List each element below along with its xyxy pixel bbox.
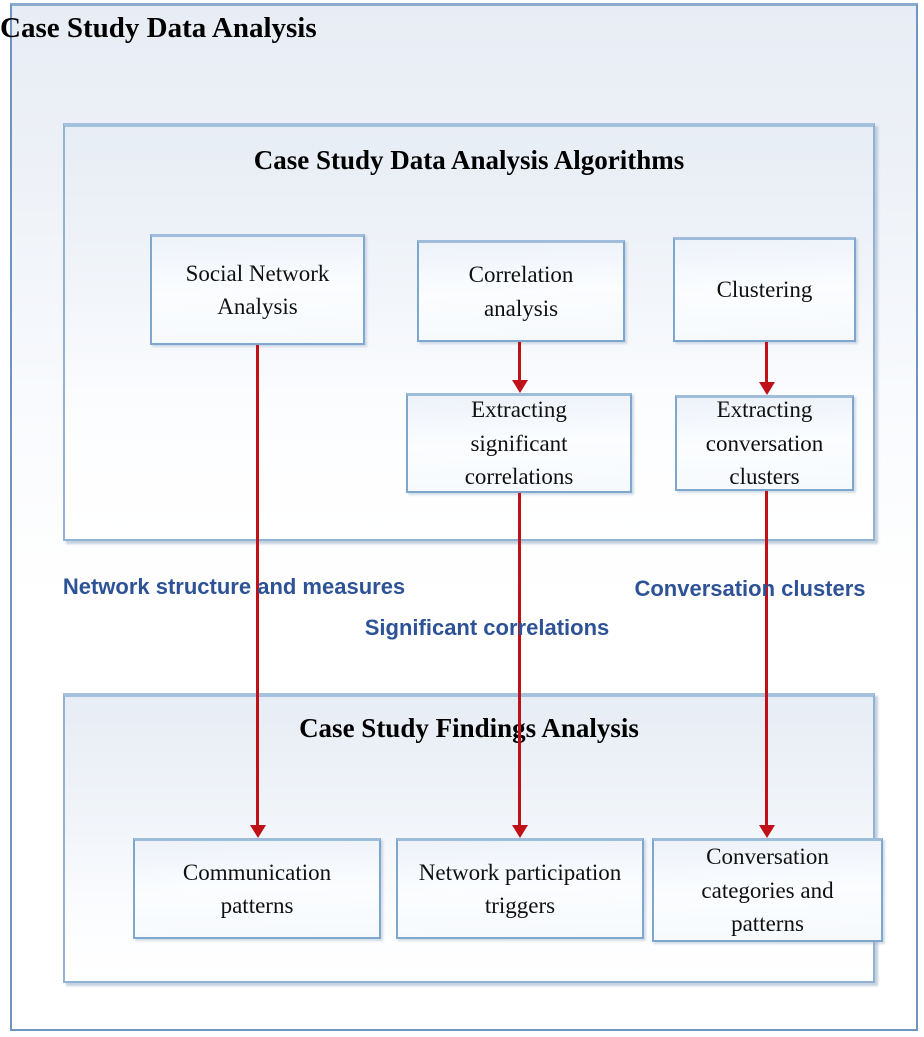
arrowhead-down-icon xyxy=(759,825,775,838)
edge-label-significant-correlations: Significant correlations xyxy=(364,615,610,640)
section-algorithms-title: Case Study Data Analysis Algorithms xyxy=(253,145,685,175)
arrow-clustering-to-extracting-clusters xyxy=(759,342,775,395)
node-communication-patterns: Communication patterns xyxy=(133,838,381,939)
node-network-participation-triggers: Network participation triggers xyxy=(396,838,644,939)
node-conversation-categories-and-patterns: Conversation categories and patterns xyxy=(652,838,883,942)
section-findings-title: Case Study Findings Analysis xyxy=(299,713,639,743)
node-clustering: Clustering xyxy=(673,237,856,342)
edge-label-network-structure-and-measures: Network structure and measures xyxy=(62,574,406,599)
node-conversation-categories-and-patterns-label: Conversation categories and patterns xyxy=(701,844,834,937)
node-extracting-significant-correlations: Extracting significant correlations xyxy=(406,393,632,493)
arrow-extracting-clusters-to-conversation-categories xyxy=(759,491,775,838)
arrow-extracting-correlations-to-participation-triggers xyxy=(512,493,528,838)
arrowhead-down-icon xyxy=(250,825,266,838)
arrow-line xyxy=(256,345,259,828)
edge-label-conversation-clusters: Conversation clusters xyxy=(634,576,866,601)
node-correlation-analysis: Correlation analysis xyxy=(417,240,625,342)
arrow-line xyxy=(765,342,768,385)
arrow-correlation-to-extracting-correlations xyxy=(512,342,528,393)
node-social-network-analysis-label: Social Network Analysis xyxy=(185,260,330,319)
node-communication-patterns-label: Communication patterns xyxy=(182,859,332,918)
node-social-network-analysis: Social Network Analysis xyxy=(150,234,365,345)
node-network-participation-triggers-label: Network participation triggers xyxy=(418,859,622,918)
arrow-line xyxy=(765,491,768,828)
node-extracting-conversation-clusters-label: Extracting conversation clusters xyxy=(705,397,824,490)
node-correlation-analysis-label: Correlation analysis xyxy=(468,262,574,321)
diagram-title: Case Study Data Analysis xyxy=(0,12,317,44)
arrowhead-down-icon xyxy=(759,382,775,395)
arrowhead-down-icon xyxy=(512,825,528,838)
arrow-sna-to-communication-patterns xyxy=(250,345,266,838)
arrow-line xyxy=(518,493,521,828)
arrowhead-down-icon xyxy=(512,380,528,393)
node-extracting-significant-correlations-label: Extracting significant correlations xyxy=(464,397,574,490)
arrow-line xyxy=(518,342,521,383)
node-extracting-conversation-clusters: Extracting conversation clusters xyxy=(675,395,854,491)
node-clustering-label: Clustering xyxy=(716,277,813,303)
